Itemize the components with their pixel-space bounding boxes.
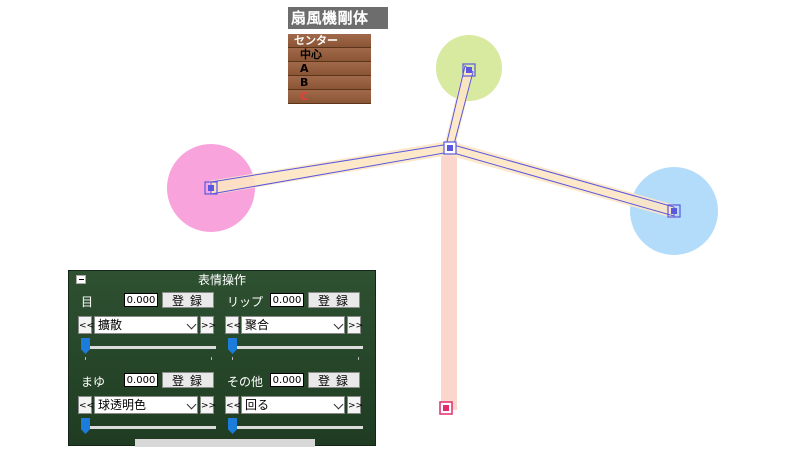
panel-title: 表情操作	[197, 273, 246, 287]
morph-slider-thumb[interactable]	[228, 418, 237, 434]
register-button[interactable]: 登録	[308, 372, 360, 388]
chevron-down-icon	[333, 319, 344, 330]
morph-slider-thumb[interactable]	[228, 338, 237, 354]
morph-slider-thumb[interactable]	[81, 418, 90, 434]
next-morph-button[interactable]: >>	[200, 316, 216, 334]
bone-list-item-a[interactable]: A	[288, 62, 371, 76]
bone-list-item-core[interactable]: 中心	[288, 48, 371, 62]
bone-list-title: 扇風機剛体	[288, 7, 388, 29]
prev-morph-button[interactable]: <<	[225, 316, 241, 334]
prev-morph-button[interactable]: <<	[225, 396, 241, 414]
joint-top[interactable]	[462, 63, 476, 77]
morph-select[interactable]: 球透明色	[94, 396, 198, 414]
morph-select-value: 球透明色	[98, 398, 147, 412]
minimize-button[interactable]	[76, 275, 86, 284]
panel-scrollbar[interactable]	[135, 439, 315, 447]
next-morph-button[interactable]: >>	[347, 396, 363, 414]
morph-select[interactable]: 擴散	[94, 316, 198, 334]
morph-slider-track[interactable]	[232, 346, 363, 349]
joint-right[interactable]	[667, 204, 681, 218]
morph-value-field[interactable]: 0.000	[124, 373, 158, 387]
arm-band-top	[444, 66, 474, 148]
morph-group-label: まゆ	[81, 375, 106, 389]
next-morph-button[interactable]: >>	[200, 396, 216, 414]
register-button[interactable]: 登録	[308, 292, 360, 308]
arm-band-right	[448, 141, 675, 218]
morph-select-value: 擴散	[98, 318, 123, 332]
bone-list-item-center[interactable]: センター	[288, 34, 371, 48]
slider-tick	[232, 357, 233, 360]
prev-morph-button[interactable]: <<	[78, 396, 94, 414]
joint-center[interactable]	[443, 141, 457, 155]
slider-tick	[211, 357, 212, 360]
morph-select-value: 回る	[245, 398, 270, 412]
morph-value-field[interactable]: 0.000	[270, 293, 304, 307]
chevron-down-icon	[186, 399, 197, 410]
pole-band	[441, 148, 457, 410]
chevron-down-icon	[186, 319, 197, 330]
panel-header: 表情操作	[69, 271, 375, 289]
morph-select[interactable]: 聚合	[241, 316, 345, 334]
bone-list-item-b[interactable]: B	[288, 76, 371, 90]
bone-list-items: センター 中心 A B C	[288, 34, 371, 104]
register-button[interactable]: 登録	[162, 292, 214, 308]
slider-tick	[85, 357, 86, 360]
register-button[interactable]: 登録	[162, 372, 214, 388]
chevron-down-icon	[333, 399, 344, 410]
facial-operation-panel: 表情操作 目 0.000 登録 << 擴散 >> リップ 0.000 登録 <<…	[68, 270, 376, 447]
morph-select[interactable]: 回る	[241, 396, 345, 414]
morph-group-label: リップ	[227, 295, 264, 309]
joint-root[interactable]	[439, 401, 453, 415]
morph-select-value: 聚合	[245, 318, 270, 332]
morph-group-label: その他	[227, 375, 264, 389]
morph-slider-track[interactable]	[232, 426, 363, 429]
bone-list-panel: 扇風機剛体 センター 中心 A B C	[288, 7, 388, 104]
morph-value-field[interactable]: 0.000	[124, 293, 158, 307]
morph-group-label: 目	[81, 295, 94, 309]
next-morph-button[interactable]: >>	[347, 316, 363, 334]
morph-slider-track[interactable]	[86, 426, 216, 429]
prev-morph-button[interactable]: <<	[78, 316, 94, 334]
morph-slider-track[interactable]	[86, 346, 216, 349]
joint-left[interactable]	[204, 181, 218, 195]
slider-tick	[358, 357, 359, 360]
arm-band-left	[209, 141, 450, 195]
bone-list-item-c[interactable]: C	[288, 90, 371, 104]
morph-slider-thumb[interactable]	[81, 338, 90, 354]
morph-value-field[interactable]: 0.000	[270, 373, 304, 387]
